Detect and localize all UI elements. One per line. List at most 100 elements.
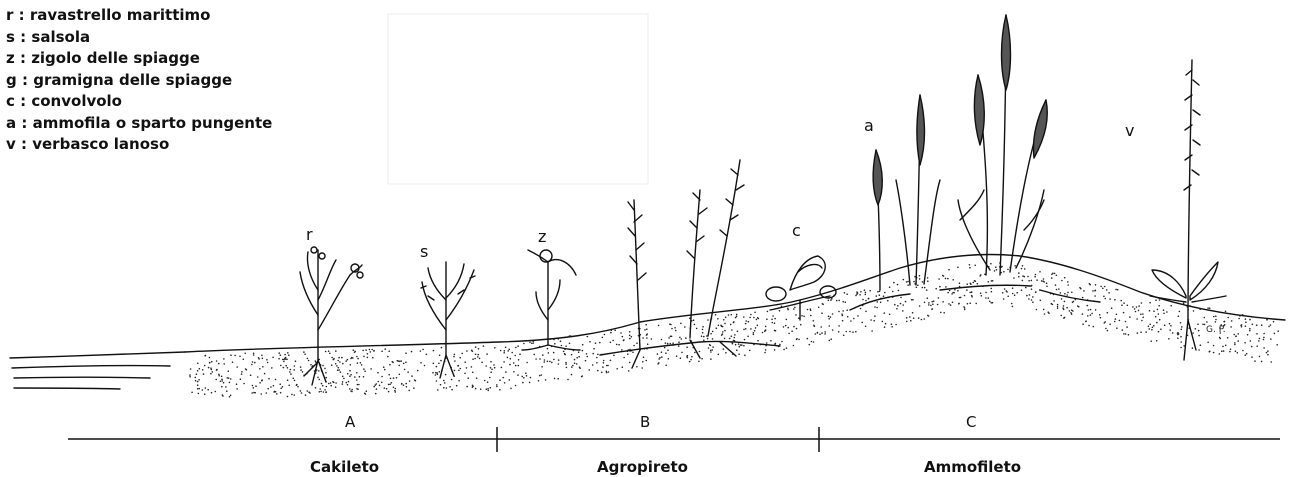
sand-dot (1001, 266, 1003, 268)
sand-dot (1245, 321, 1247, 323)
sand-dot (1180, 336, 1182, 338)
sand-dot (565, 345, 567, 347)
sand-dot (359, 376, 361, 378)
sand-dot (567, 379, 569, 381)
sand-dot (391, 382, 393, 384)
plant-v-verbasco (1150, 60, 1226, 360)
sand-dot (226, 390, 228, 392)
sand-dot (757, 340, 759, 342)
sand-dot (576, 357, 578, 359)
sand-dot (443, 387, 445, 389)
sand-dot (681, 352, 683, 354)
sand-dot (342, 383, 344, 385)
sand-dot (1261, 361, 1263, 363)
sand-dot (923, 318, 925, 320)
sand-dot (394, 390, 396, 392)
sand-dot (710, 345, 712, 347)
sand-dot (1036, 309, 1038, 311)
sand-dot (1149, 302, 1151, 304)
sand-dot (657, 353, 659, 355)
sand-dot (441, 347, 443, 349)
sand-dot (259, 382, 261, 384)
sand-dot (1239, 315, 1241, 317)
sand-dot (339, 361, 341, 363)
sand-dot (723, 348, 725, 350)
sand-dot (1158, 313, 1160, 315)
sand-dot (1111, 307, 1113, 309)
sand-dot (296, 384, 298, 386)
sand-dot (1138, 305, 1140, 307)
sand-dot (939, 286, 941, 288)
sand-dot (1006, 290, 1008, 292)
sand-dot (426, 354, 428, 356)
sand-dot (198, 393, 200, 395)
sand-dot (1178, 315, 1180, 317)
sand-dot (437, 373, 439, 375)
sand-dot (349, 370, 351, 372)
sand-dot (504, 350, 506, 352)
sand-dot (195, 377, 197, 379)
sand-dot (772, 315, 774, 317)
sand-dot (371, 349, 373, 351)
sand-dot (262, 366, 264, 368)
sand-dot (287, 396, 289, 398)
sand-dot (702, 329, 704, 331)
sand-dot (321, 383, 323, 385)
zone-name-cakileto: Cakileto (310, 458, 379, 476)
sand-dot (786, 347, 788, 349)
sand-dot (342, 381, 344, 383)
sand-dot (1198, 335, 1200, 337)
zone-letter-c: C (966, 413, 976, 431)
sand-dot (545, 379, 547, 381)
sand-dot (897, 284, 899, 286)
sand-dot (476, 377, 478, 379)
sand-dot (686, 346, 688, 348)
sand-dot (1039, 271, 1041, 273)
sand-dot (245, 368, 247, 370)
sand-dot (1241, 326, 1243, 328)
sand-dot (1064, 293, 1066, 295)
sand-dot (1227, 337, 1229, 339)
sand-dot (793, 326, 795, 328)
sand-dot (783, 326, 785, 328)
sand-dot (236, 388, 238, 390)
sand-dot (438, 363, 440, 365)
sand-dot (810, 315, 812, 317)
sand-dot (736, 314, 738, 316)
sand-dot (350, 374, 352, 376)
sand-dot (451, 379, 453, 381)
sand-dot (393, 377, 395, 379)
sand-dot (766, 318, 768, 320)
sand-dot (651, 338, 653, 340)
sand-dot (678, 345, 680, 347)
sand-dot (1022, 280, 1024, 282)
sand-dot (702, 332, 704, 334)
sand-dot (408, 390, 410, 392)
sand-dot (236, 383, 238, 385)
sand-dot (268, 378, 270, 380)
sand-dot (884, 326, 886, 328)
sand-dot (404, 369, 406, 371)
sand-dot (1263, 333, 1265, 335)
sand-dot (310, 364, 312, 366)
sand-dot (1234, 342, 1236, 344)
sand-dot (1134, 308, 1136, 310)
sand-dot (1012, 287, 1014, 289)
sand-dot (1137, 332, 1139, 334)
sand-dot (526, 362, 528, 364)
sand-dot (977, 283, 979, 285)
sand-dot (1158, 305, 1160, 307)
sand-dot (974, 265, 976, 267)
sand-dot (1155, 316, 1157, 318)
sand-dot (261, 355, 263, 357)
sand-dot (922, 287, 924, 289)
sand-dot (373, 386, 375, 388)
sand-dot (283, 367, 285, 369)
sand-dot (838, 300, 840, 302)
sand-dot (1270, 338, 1272, 340)
sand-dot (297, 386, 299, 388)
sand-dot (480, 388, 482, 390)
sand-dot (931, 301, 933, 303)
sand-dot (320, 391, 322, 393)
sand-dot (879, 291, 881, 293)
